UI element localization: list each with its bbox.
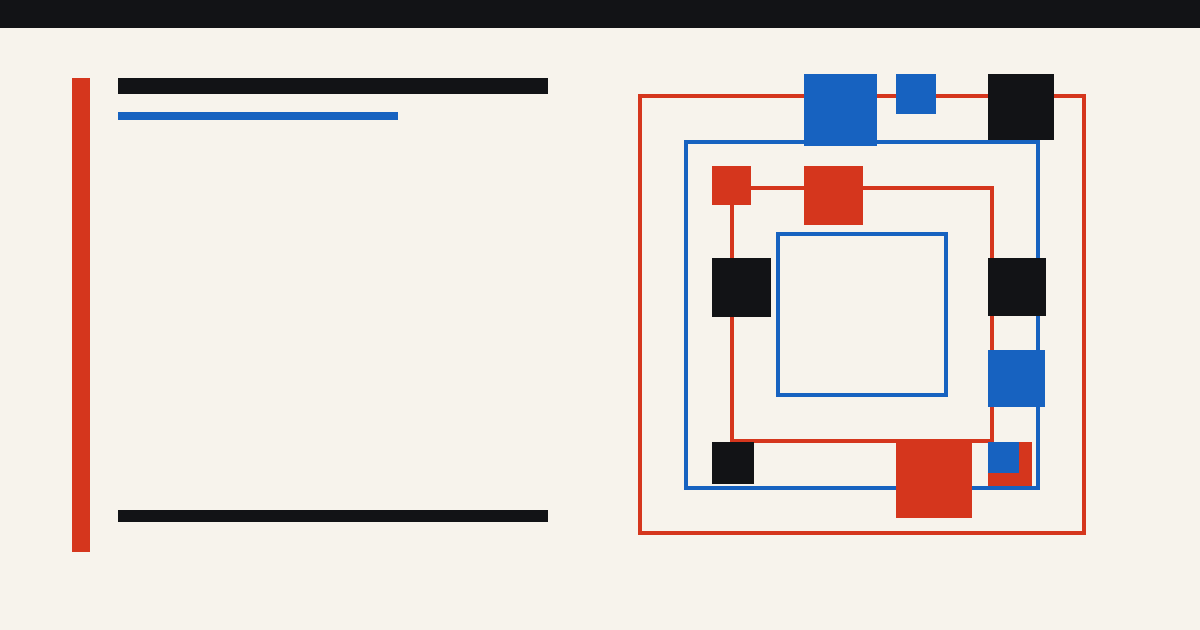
block-black-bottom-left [712, 442, 754, 484]
block-red-small-left [712, 166, 751, 205]
block-red-top-center [804, 166, 863, 225]
inner-blue-frame [776, 232, 948, 397]
block-blue-top-left [804, 74, 877, 146]
block-black-mid-left [712, 258, 771, 317]
subtitle-placeholder-bar [118, 112, 398, 120]
left-accent-bar [72, 78, 90, 552]
footer-placeholder-bar [118, 510, 548, 522]
title-placeholder-bar [118, 78, 548, 94]
block-black-top-right [988, 74, 1054, 140]
block-blue-bottom-right [988, 442, 1019, 473]
block-blue-mid-right [988, 350, 1045, 407]
top-bar [0, 0, 1200, 28]
block-black-mid-right [988, 258, 1046, 316]
block-blue-top-small [896, 74, 936, 114]
block-red-bottom-center [896, 442, 972, 518]
